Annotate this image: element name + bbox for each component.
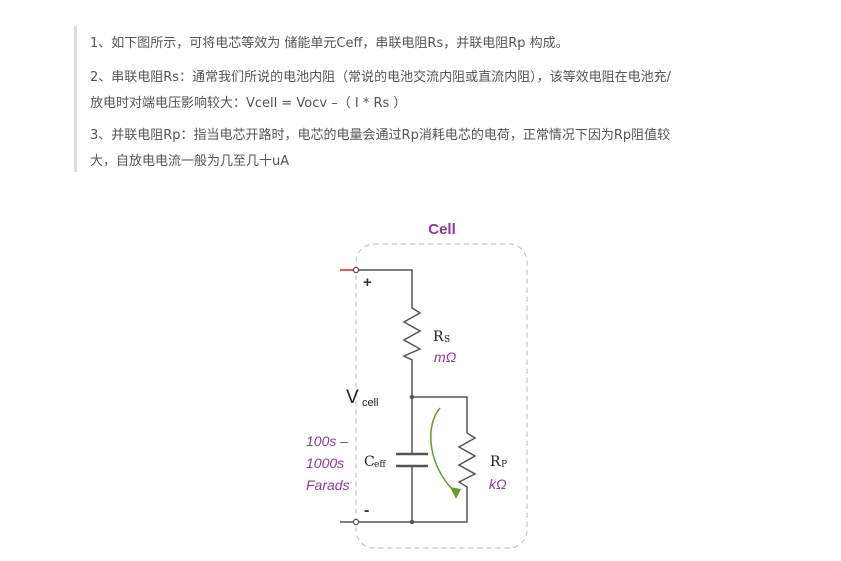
branch-wire-top	[412, 396, 468, 428]
discharge-current-arrow	[430, 407, 457, 494]
rp-label-main: R	[490, 454, 501, 470]
capacity-unit: Farads	[306, 477, 350, 493]
paragraph-2-line-1: 2、串联电阻Rs：通常我们所说的电池内阻（常说的电池交流内阻或直流内阻），该等效…	[90, 70, 671, 85]
vcell-label-main: V	[346, 387, 359, 408]
junction-top	[409, 394, 415, 400]
paragraph-3-line-1: 3、并联电阻Rp：指当电芯开路时，电芯的电量会通过Rp消耗电芯的电荷，正常情况下…	[90, 128, 671, 143]
rp-label-sub: P	[501, 460, 507, 470]
series-resistor-rs	[402, 302, 422, 365]
plus-sign: +	[363, 274, 372, 291]
rs-label-sub: S	[444, 335, 450, 345]
rp-unit: kΩ	[489, 476, 507, 492]
paragraph-3-line-2: 大，自放电电流一般为几至几十uA	[90, 154, 290, 169]
parallel-resistor-rp	[457, 428, 477, 492]
rs-label-main: R	[433, 329, 444, 345]
arrow-head-icon	[450, 487, 461, 499]
paragraph-1-line-1: 1、如下图所示，可将电芯等效为 储能单元Ceff，串联电阻Rs，并联电阻Rp 构…	[90, 36, 569, 51]
positive-terminal	[352, 266, 360, 274]
ceff-label-main: C	[364, 454, 375, 470]
text-blockquote: 1、如下图所示，可将电芯等效为 储能单元Ceff，串联电阻Rs，并联电阻Rp 构…	[74, 26, 777, 172]
paragraph-2: 2、串联电阻Rs：通常我们所说的电池内阻（常说的电池交流内阻或直流内阻），该等效…	[90, 65, 671, 117]
paragraph-3: 3、并联电阻Rp：指当电芯开路时，电芯的电量会通过Rp消耗电芯的电荷，正常情况下…	[90, 123, 670, 175]
cell-label: Cell	[428, 221, 456, 238]
paragraph-1: 1、如下图所示，可将电芯等效为 储能单元Ceff，串联电阻Rs，并联电阻Rp 构…	[90, 31, 569, 57]
ceff-label-sub: eff	[374, 460, 386, 470]
vcell-label-sub: cell	[362, 397, 379, 409]
paragraph-2-line-2: 放电时对端电压影响较大：Vcell = Vocv –（ I * Rs ）	[90, 96, 407, 111]
top-wire	[359, 269, 413, 302]
bottom-wire	[359, 492, 468, 523]
capacity-range-line-2: 1000s	[306, 455, 344, 471]
minus-sign: -	[364, 502, 369, 519]
rs-unit: mΩ	[434, 349, 457, 365]
capacity-range-line-1: 100s –	[306, 433, 348, 449]
negative-terminal	[352, 518, 360, 526]
cell-boundary	[355, 243, 528, 549]
junction-bottom	[409, 519, 415, 525]
